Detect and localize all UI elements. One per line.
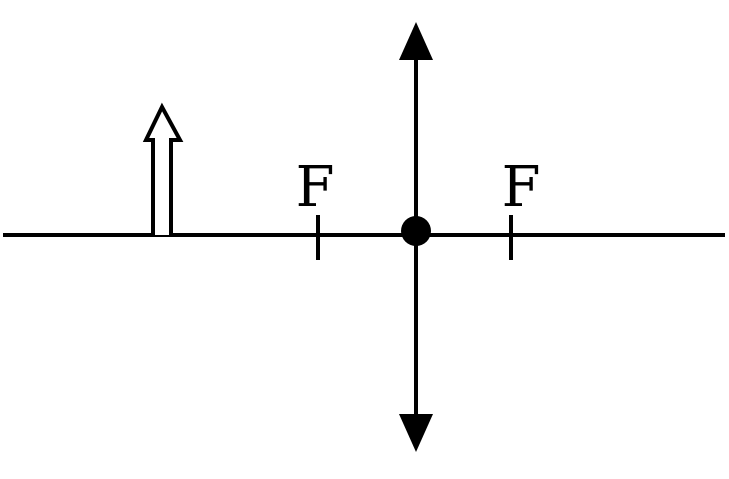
lens-bottom-arrowhead — [399, 414, 433, 452]
right-focus-label: F — [502, 155, 541, 220]
optical-center-dot — [401, 216, 431, 246]
object-arrow-icon — [142, 102, 184, 235]
lens-top-arrowhead — [399, 22, 433, 60]
left-focus-label: F — [296, 155, 335, 220]
